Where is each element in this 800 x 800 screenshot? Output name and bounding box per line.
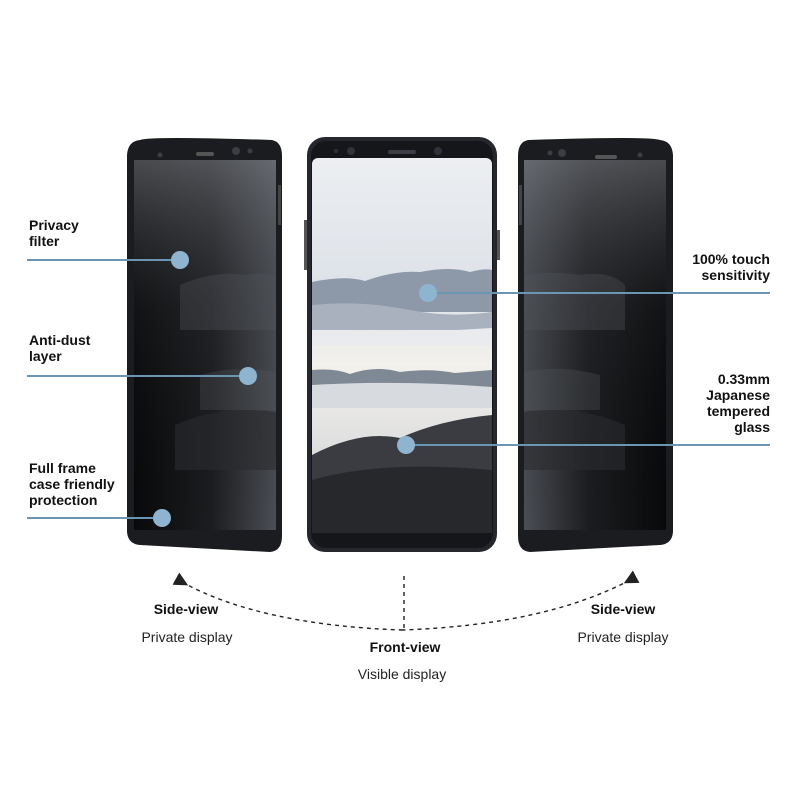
label-anti-dust: Anti-dust layer [29, 332, 91, 364]
callout-dot-icon [239, 367, 257, 385]
callout-dot-icon [419, 284, 437, 302]
left-view-subtitle: Private display [141, 629, 233, 645]
callout-touch [419, 284, 770, 302]
left-phone [127, 138, 282, 552]
right-view-subtitle: Private display [577, 629, 669, 645]
callout-dot-icon [397, 436, 415, 454]
label-privacy-filter: Privacy filter [29, 217, 79, 249]
dashed-arrow-icon [401, 570, 640, 631]
callout-privacy-filter [27, 251, 189, 269]
front-view-title: Front-view [369, 639, 441, 655]
callout-anti-dust [27, 367, 257, 385]
label-full-frame: Full frame case friendly protection [29, 460, 115, 508]
front-view-subtitle: Visible display [357, 666, 447, 682]
front-phone [304, 137, 500, 552]
left-view-title: Side-view [153, 601, 219, 617]
right-phone [518, 138, 673, 552]
callout-dot-icon [153, 509, 171, 527]
right-view-title: Side-view [590, 601, 656, 617]
label-touch: 100% touch sensitivity [692, 251, 770, 283]
callout-glass [397, 436, 770, 454]
callout-dot-icon [171, 251, 189, 269]
dashed-arrow-icon [172, 572, 403, 631]
label-glass: 0.33mm Japanese tempered glass [706, 371, 770, 435]
callout-full-frame [27, 509, 171, 527]
